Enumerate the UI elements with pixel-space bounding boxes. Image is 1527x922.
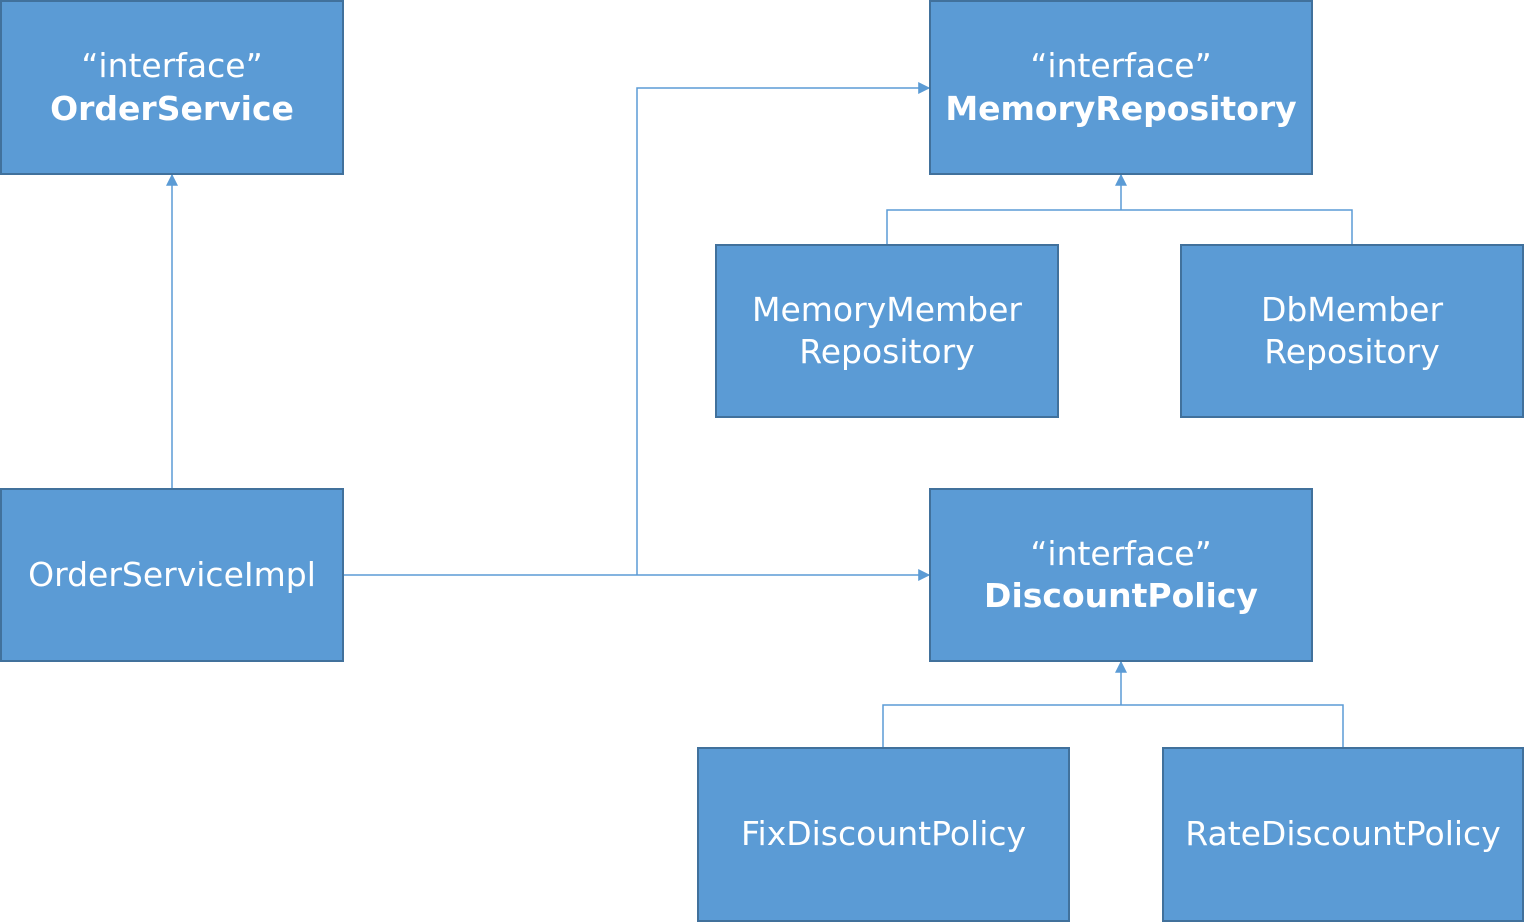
order-service-stereotype: “interface” bbox=[81, 46, 263, 86]
memory-member-repository-node: MemoryMember Repository bbox=[715, 244, 1059, 418]
fix-discount-policy-node: FixDiscountPolicy bbox=[697, 747, 1070, 922]
memory-member-repository-line1: MemoryMember bbox=[752, 289, 1022, 329]
memory-member-repository-line2: Repository bbox=[799, 332, 975, 371]
memory-repository-name: MemoryRepository bbox=[945, 88, 1297, 128]
dbmember-to-memoryrepository-line bbox=[1121, 209, 1353, 244]
ratediscount-to-discountpolicy-line bbox=[1121, 704, 1344, 747]
rate-discount-policy-node: RateDiscountPolicy bbox=[1162, 747, 1524, 922]
discount-policy-node: “interface” DiscountPolicy bbox=[929, 488, 1313, 662]
order-service-impl-name: OrderServiceImpl bbox=[28, 554, 316, 594]
memory-repository-stereotype: “interface” bbox=[1030, 46, 1212, 86]
order-service-name: OrderService bbox=[50, 88, 294, 128]
memory-repository-node: “interface” MemoryRepository bbox=[929, 0, 1313, 175]
db-member-repository-line2: Repository bbox=[1264, 332, 1440, 371]
db-member-repository-node: DbMember Repository bbox=[1180, 244, 1524, 418]
db-member-repository-line1: DbMember bbox=[1260, 289, 1444, 329]
fixdiscount-to-discountpolicy-line bbox=[882, 704, 1121, 747]
discount-policy-name: DiscountPolicy bbox=[984, 576, 1258, 615]
rate-discount-policy-name: RateDiscountPolicy bbox=[1185, 814, 1501, 854]
fix-discount-policy-name: FixDiscountPolicy bbox=[740, 814, 1027, 854]
order-service-impl-node: OrderServiceImpl bbox=[0, 488, 344, 662]
discount-policy-stereotype: “interface” bbox=[1030, 533, 1212, 573]
memorymember-to-memoryrepository-line bbox=[886, 209, 1121, 244]
order-service-node: “interface” OrderService bbox=[0, 0, 344, 175]
